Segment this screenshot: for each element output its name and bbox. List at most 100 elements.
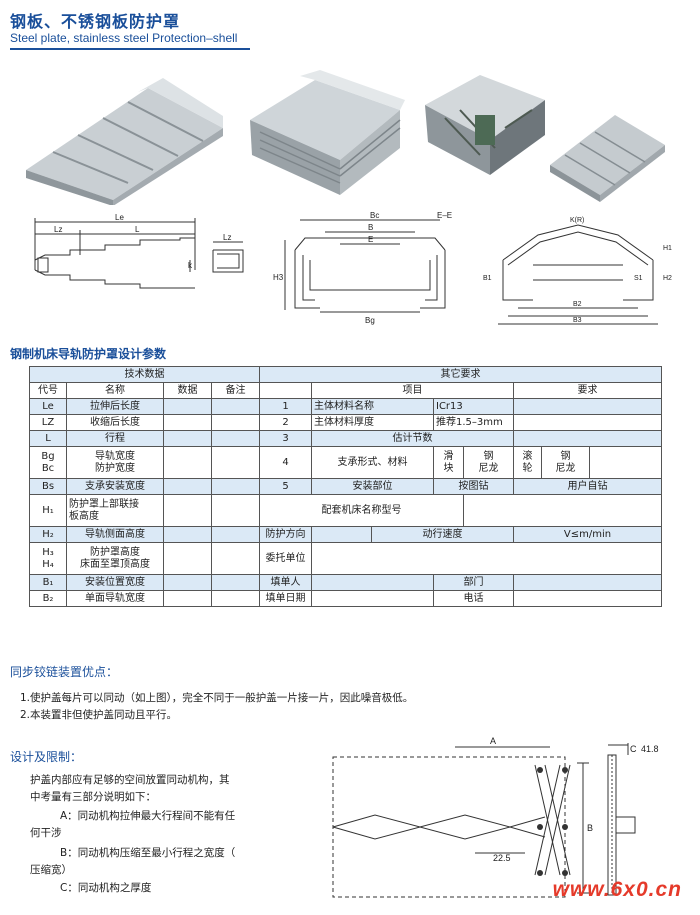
page-subtitle: Steel plate, stainless steel Protection–… <box>10 31 238 45</box>
name-h3: 防护罩高度 <box>90 546 140 558</box>
th-other-requirements: 其它要求 <box>259 366 662 383</box>
code-bs: Bs <box>29 478 67 495</box>
th-technical-data: 技术数据 <box>29 366 260 383</box>
sync-section-title: 同步铰链装置优点： <box>10 665 119 679</box>
opt-steel-b: 钢 <box>560 450 571 462</box>
site-logo: www.6x0.cn <box>552 878 682 901</box>
opt-roll-b: 轮 <box>522 462 533 474</box>
spec-section-title: 钢制机床导轨防护罩设计参数 <box>10 347 167 361</box>
val-material-thickness: 推荐1.5–3mm <box>433 414 514 431</box>
name-l: 行程 <box>66 430 164 447</box>
cross-section-drawing: Bc B E E–E H3 Bg <box>273 211 452 325</box>
item-travel-speed: 动行速度 <box>371 526 514 543</box>
code-h3: H₃ <box>42 546 54 558</box>
design-line-4: 何干涉 <box>30 827 62 839</box>
label-b3: B3 <box>573 317 582 324</box>
item-no-2: 2 <box>259 414 312 431</box>
item-install-location: 安装部位 <box>311 478 434 495</box>
val-travel-speed: V≤m/min <box>513 526 662 543</box>
label-kr: K(R) <box>570 217 584 224</box>
product-photo-angled-cover <box>550 115 665 202</box>
design-line-1: 护盖内部应有足够的空间放置同动机构，其 <box>30 774 230 786</box>
label-ee: E–E <box>437 211 452 220</box>
spec-table: 技术数据 其它要求 代号 名称 数据 备注 项目 要求 Le 拉伸后长度 1 主… <box>29 366 662 607</box>
name-b2: 单面导轨宽度 <box>66 590 164 607</box>
label-lz: Lz <box>54 225 62 234</box>
name-h4: 床面至罩顶高度 <box>80 558 150 570</box>
page-title: 钢板、不锈钢板防护罩 <box>10 12 181 31</box>
label-a: A <box>490 736 496 746</box>
code-lz: LZ <box>29 414 67 431</box>
val-material-name: ICr13 <box>433 398 514 415</box>
label-bg: Bg <box>365 316 375 325</box>
label-s1: S1 <box>634 275 643 282</box>
opt-slide-a: 滑 <box>443 450 454 462</box>
opt-nylon-a: 尼龙 <box>478 462 499 474</box>
item-no-1: 1 <box>259 398 312 415</box>
name-le: 拉伸后长度 <box>66 398 164 415</box>
th-note: 备注 <box>211 382 260 399</box>
item-phone: 电话 <box>433 590 514 607</box>
label-h2: H2 <box>663 275 672 282</box>
label-b2: B2 <box>573 301 582 308</box>
label-bc: Bc <box>370 211 379 220</box>
label-le: Le <box>115 213 124 222</box>
item-no-3: 3 <box>259 430 312 447</box>
design-line-7: C：同动机构之厚度 <box>60 882 152 894</box>
th-name: 名称 <box>66 382 164 399</box>
th-code: 代号 <box>29 382 67 399</box>
code-bg: Bg <box>41 450 55 462</box>
sync-mechanism-diagram: A B 22.5 C 41.8 <box>332 736 659 898</box>
item-form-filler: 填单人 <box>259 574 312 591</box>
opt-roll-a: 滚 <box>522 450 533 462</box>
opt-nylon-b: 尼龙 <box>555 462 576 474</box>
label-b-mech: B <box>587 823 593 833</box>
design-line-5: B：同动机构压缩至最小行程之宽度（ <box>60 847 236 859</box>
item-estimated-sections: 估计节数 <box>311 430 514 447</box>
item-no-5: 5 <box>259 478 312 495</box>
name-lz: 收缩后长度 <box>66 414 164 431</box>
label-h1: H1 <box>663 245 672 252</box>
label-41-8: 41.8 <box>641 744 659 754</box>
label-k: k <box>188 261 193 270</box>
name-bs: 支承安装宽度 <box>66 478 164 495</box>
name-h1-b: 板高度 <box>69 510 99 522</box>
sync-point-2: 2.本装置非但使护盖同动且平行。 <box>20 709 178 721</box>
code-h4: H₄ <box>42 558 54 570</box>
product-photo-box-cover <box>250 70 405 195</box>
sync-point-1: 1.使护盖每片可以同动（如上图），完全不同于一般护盖一片接一片，因此噪音极低。 <box>20 692 414 704</box>
item-protection-direction: 防护方向 <box>259 526 312 543</box>
item-client-unit: 委托单位 <box>259 542 312 575</box>
name-h2: 导轨侧面高度 <box>66 526 164 543</box>
name-b1: 安装位置宽度 <box>66 574 164 591</box>
th-data: 数据 <box>163 382 212 399</box>
item-department: 部门 <box>433 574 514 591</box>
label-lz-end: Lz <box>223 233 231 242</box>
side-view-drawing: Le Lz L k <box>34 213 196 289</box>
hinge-section-drawing: K(R) B1 B2 B3 S1 H1 H2 <box>483 217 672 325</box>
label-h3: H3 <box>273 273 284 282</box>
product-photo-flat-cover <box>26 78 223 205</box>
code-b1: B₁ <box>29 574 67 591</box>
opt-steel-a: 钢 <box>483 450 494 462</box>
design-line-3: A：同动机构拉伸最大行程间不能有任 <box>60 810 236 822</box>
item-support-form: 支承形式、材料 <box>311 446 434 479</box>
label-c: C <box>630 744 637 754</box>
label-b1: B1 <box>483 275 492 282</box>
title-underline <box>10 48 250 50</box>
item-form-date: 填单日期 <box>259 590 312 607</box>
design-line-2: 中考量有三部分说明如下： <box>30 791 156 803</box>
code-h2: H₂ <box>29 526 67 543</box>
label-e: E <box>368 235 373 244</box>
code-l: L <box>29 430 67 447</box>
code-b2: B₂ <box>29 590 67 607</box>
item-machine-model: 配套机床名称型号 <box>259 494 464 527</box>
label-22-5: 22.5 <box>493 853 511 863</box>
opt-user-drill: 用户自钻 <box>513 478 662 495</box>
code-bc: Bc <box>41 462 55 474</box>
item-material-name: 主体材料名称 <box>311 398 434 415</box>
product-photo-inner-view <box>425 75 545 175</box>
name-bg: 导轨宽度 <box>95 450 135 462</box>
name-h1-a: 防护罩上部联接 <box>69 498 139 510</box>
design-section-title: 设计及限制： <box>10 750 83 764</box>
